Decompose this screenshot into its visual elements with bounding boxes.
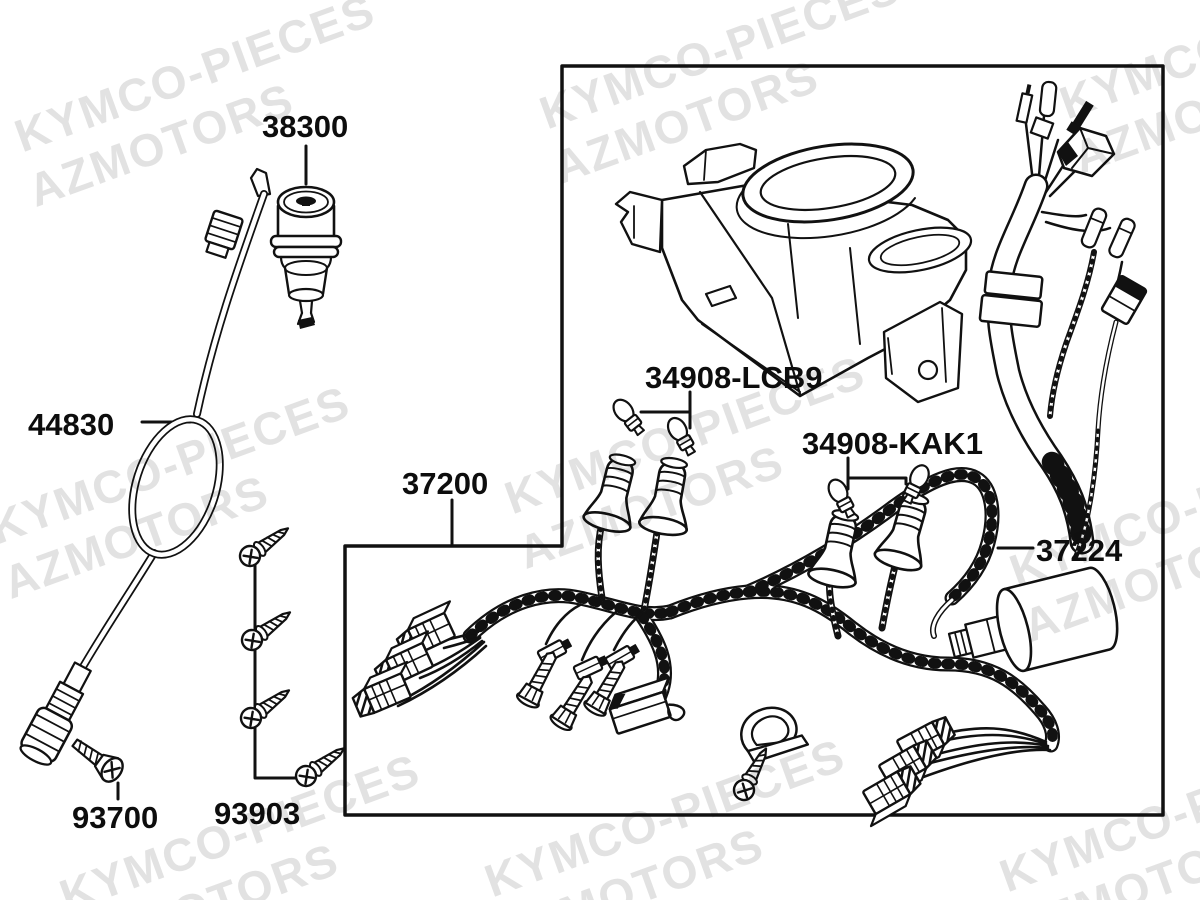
instrument-housing [614, 142, 973, 404]
harness-right-tube [978, 80, 1148, 559]
part-cylinder-37224 [930, 566, 1119, 673]
part-ignition-switch [269, 185, 343, 329]
part-speedo-cable [19, 167, 272, 766]
part-screw-93700 [71, 738, 124, 783]
diagram-frame [343, 64, 1165, 817]
bottom-right-connectors [852, 714, 1052, 828]
left-connectors [346, 600, 488, 720]
bulb-sockets [580, 394, 942, 640]
loose-hardware [513, 603, 810, 805]
part-screw-set-93903 [234, 519, 352, 792]
harness-trunk [462, 467, 1060, 753]
leader-lines [116, 144, 1035, 801]
